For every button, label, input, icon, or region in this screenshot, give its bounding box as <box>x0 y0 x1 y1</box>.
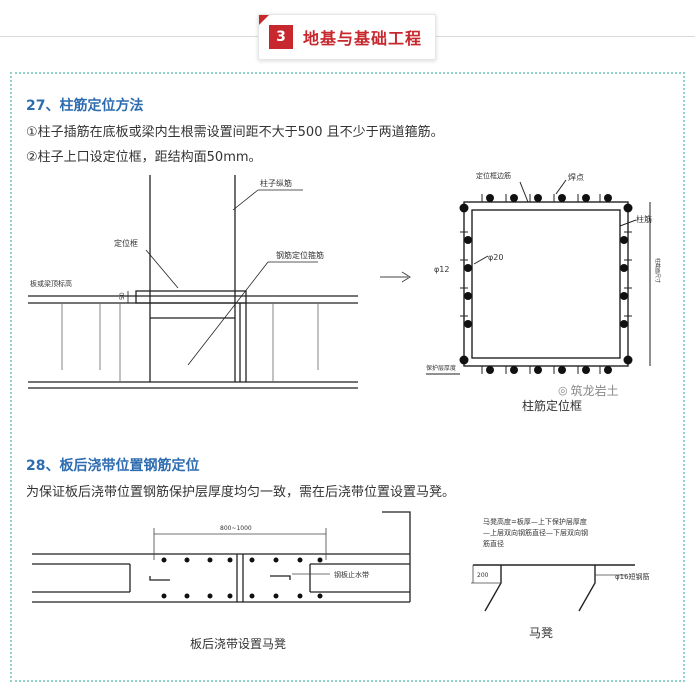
dim-200: 200 <box>477 572 489 579</box>
caption-post-pour-strip: 板后浇带设置马凳 <box>190 636 286 651</box>
column-rebar-positioning-frame-diagram: 定位框边筋 焊点 柱筋 φ20 φ12 保护层厚度 柱截面尺寸 柱筋定位框 <box>426 171 661 413</box>
label-positioning-frame: 定位框 <box>114 238 138 248</box>
chair-note-line-2: —上层双向钢筋直径—下层双向钢 <box>483 528 588 537</box>
chapter-badge: 3 地基与基础工程 <box>258 14 436 60</box>
dim-800-1000: 800~1000 <box>220 525 252 532</box>
caption-positioning-frame: 柱筋定位框 <box>522 398 582 413</box>
section-28-line: 为保证板后浇带位置钢筋保护层厚度均匀一致，需在后浇带位置设置马凳。 <box>26 485 456 500</box>
section-27-line-2: ②柱子上口设定位框，距结构面50mm。 <box>26 150 262 165</box>
slab-post-pour-strip-diagram: 800~1000 钢板止水带 板后浇带设置马凳 <box>32 511 411 651</box>
label-steel-waterstop: 钢板止水带 <box>334 570 369 579</box>
label-frame-side-rebar: 定位框边筋 <box>476 171 511 180</box>
label-steel-bar-positioning: 钢筋定位箍筋 <box>276 250 324 260</box>
chapter-title: 地基与基础工程 <box>303 29 423 48</box>
label-cover-thickness: 保护层厚度 <box>426 364 456 372</box>
label-phi12: φ12 <box>434 265 449 274</box>
label-weld-point: 焊点 <box>568 172 584 182</box>
label-column-section-size: 柱截面尺寸 <box>654 258 661 283</box>
chair-note-line-1: 马凳高度=板厚—上下保护层厚度 <box>483 517 587 526</box>
watermark-text: 筑龙岩土 <box>570 384 619 398</box>
wechat-icon: ◎ <box>558 384 568 397</box>
label-column-rebar: 柱子纵筋 <box>260 178 292 188</box>
section-28-title: 28、板后浇带位置钢筋定位 <box>26 458 200 474</box>
rebar-chair-diagram: 马凳高度=板厚—上下保护层厚度 —上层双向钢筋直径—下层双向钢 筋直径 200 … <box>471 517 650 640</box>
section-27-title: 27、柱筋定位方法 <box>26 98 144 114</box>
label-slab-top-elevation: 板或梁顶标高 <box>30 279 72 288</box>
label-column-rebar: 柱筋 <box>636 214 652 224</box>
caption-rebar-chair: 马凳 <box>529 625 553 640</box>
chapter-number: 3 <box>269 25 293 49</box>
label-phi16-short-bar: φ16短钢筋 <box>615 572 650 581</box>
column-rebar-elevation-diagram: 柱子纵筋 定位框 钢筋定位箍筋 板或梁顶标高 50 <box>28 175 358 389</box>
watermark: ◎ 筑龙岩土 <box>558 382 619 399</box>
label-phi20: φ20 <box>488 253 503 262</box>
chair-note-line-3: 筋直径 <box>483 539 504 548</box>
badge-corner-accent <box>259 15 269 25</box>
label-dim-50: 50 <box>119 292 126 300</box>
arrow-icon <box>380 271 411 283</box>
section-27-line-1: ①柱子插筋在底板或梁内生根需设置间距不大于500 且不少于两道箍筋。 <box>26 125 444 140</box>
